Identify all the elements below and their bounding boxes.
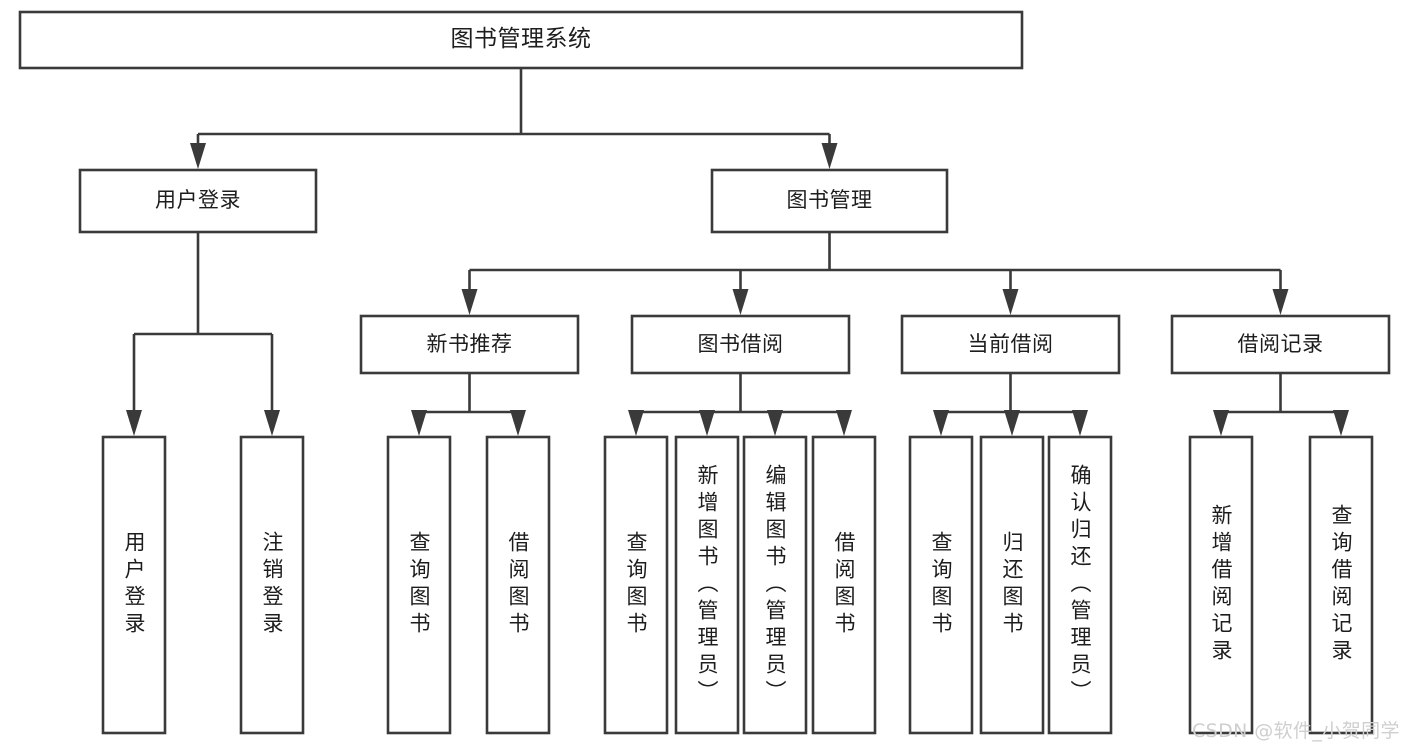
watermark-text: CSDN @软件_小贺同学	[1192, 720, 1400, 742]
arrow-head-icon-leaf-add-book	[699, 410, 715, 436]
node-box-book-management	[710, 168, 949, 234]
node-box-leaf-borrow-book-2	[811, 435, 877, 735]
node-box-leaf-add-book	[674, 435, 740, 735]
arrow-head-icon-current-borrow	[1002, 289, 1019, 315]
node-box-leaf-user-login	[101, 435, 167, 735]
arrow-head-icon-leaf-query-book-1	[411, 410, 427, 436]
node-box-leaf-logout	[239, 435, 305, 735]
node-box-book-borrow	[630, 314, 851, 375]
node-box-user-login	[78, 168, 318, 234]
arrow-head-icon-leaf-query-book-3	[933, 410, 949, 436]
edges-layer	[126, 68, 1349, 436]
arrow-head-icon-borrow-record	[1272, 289, 1289, 315]
arrow-head-icon-leaf-query-record	[1333, 410, 1349, 436]
arrow-head-icon-leaf-confirm-return	[1072, 410, 1088, 436]
arrow-head-icon-leaf-query-book-2	[628, 410, 644, 436]
arrow-head-icon-leaf-user-login	[126, 410, 142, 436]
arrow-head-icon-leaf-borrow-book-2	[836, 410, 852, 436]
node-box-leaf-query-book-3	[908, 435, 974, 735]
arrow-head-icon-book-borrow	[732, 289, 749, 315]
node-box-leaf-return-book	[979, 435, 1045, 735]
node-box-leaf-borrow-book-1	[485, 435, 551, 735]
arrow-head-icon-new-book-recommend	[461, 289, 478, 315]
arrow-head-icon-leaf-add-record	[1213, 410, 1229, 436]
node-box-new-book-recommend	[359, 314, 580, 375]
node-box-leaf-edit-book	[742, 435, 808, 735]
node-box-current-borrow	[900, 314, 1121, 375]
arrow-head-icon-user-login	[190, 143, 206, 169]
arrow-head-icon-book-management	[821, 143, 838, 169]
node-box-leaf-query-record	[1308, 435, 1374, 735]
node-box-borrow-record	[1170, 314, 1391, 375]
node-box-leaf-query-book-2	[603, 435, 669, 735]
node-box-leaf-query-book-1	[386, 435, 452, 735]
node-box-leaf-confirm-return	[1047, 435, 1113, 735]
arrow-head-icon-leaf-borrow-book-1	[510, 410, 526, 436]
arrow-head-icon-leaf-edit-book	[767, 410, 783, 436]
arrow-head-icon-leaf-return-book	[1004, 410, 1020, 436]
node-box-leaf-add-record	[1188, 435, 1254, 735]
arrow-head-icon-leaf-logout	[264, 410, 280, 436]
node-box-root	[18, 10, 1024, 70]
boxes-layer	[18, 10, 1391, 735]
